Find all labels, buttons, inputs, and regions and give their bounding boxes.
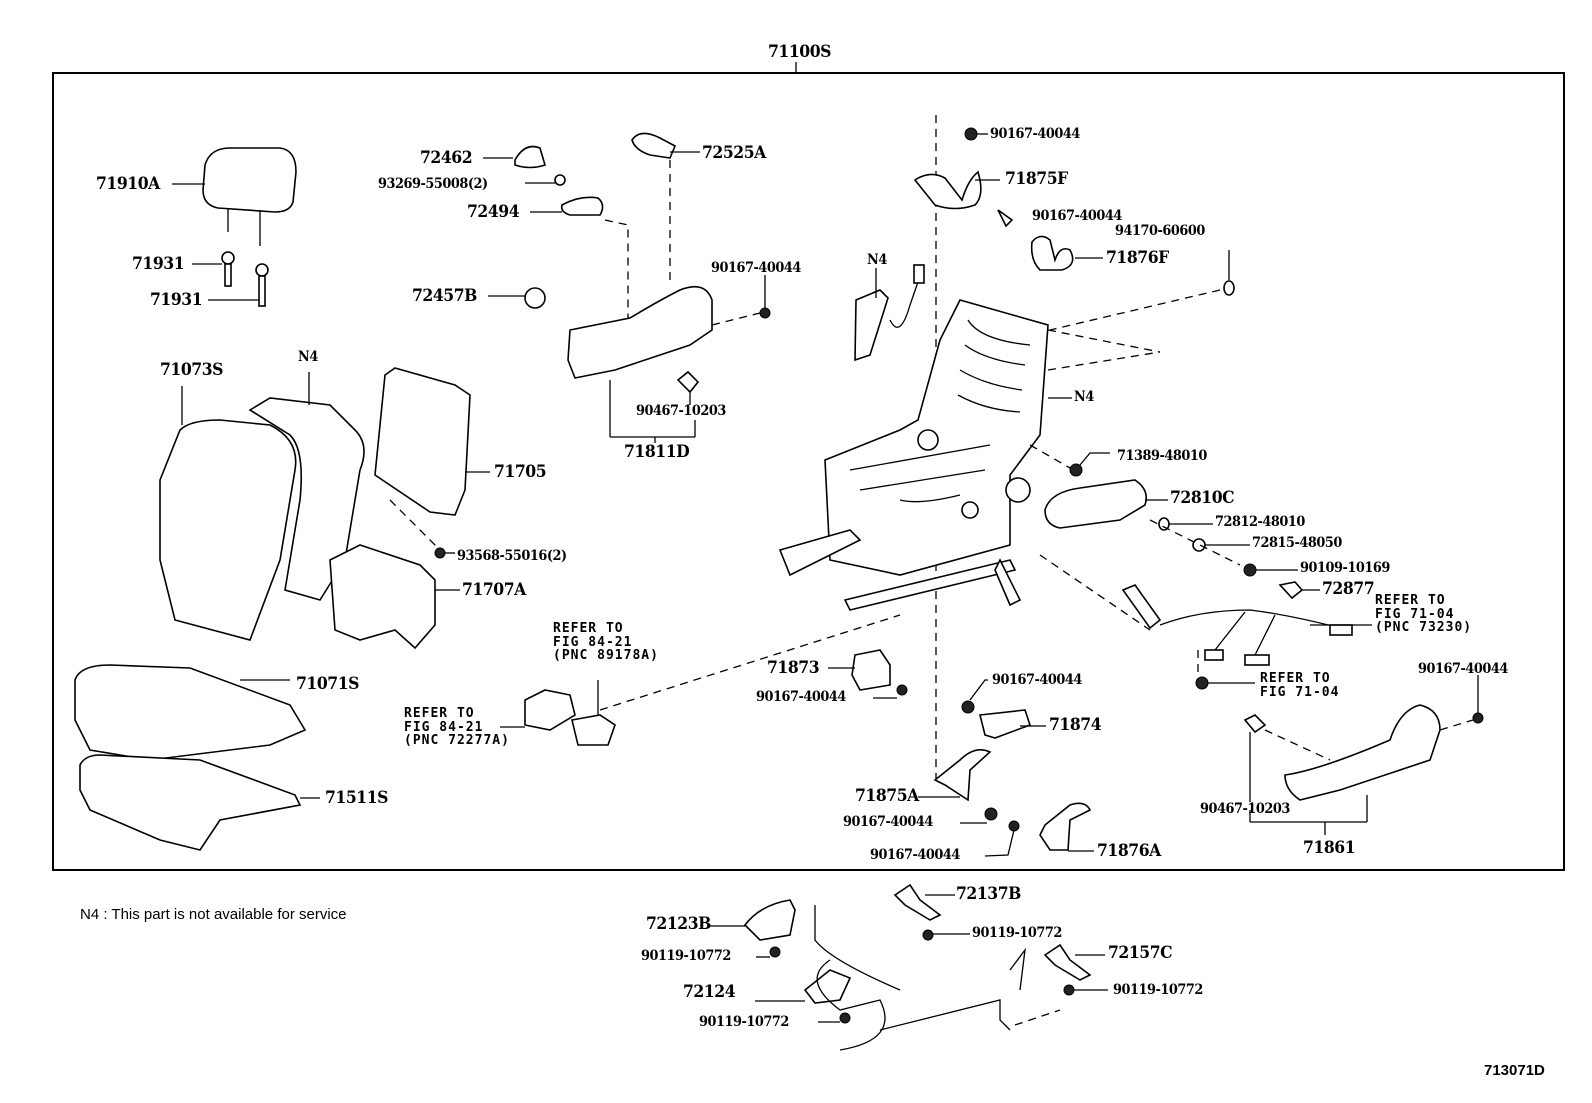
part-label-93269[interactable]: 93269-55008(2) bbox=[378, 176, 488, 192]
reference-71-04[interactable]: REFER TO FIG 71-04 bbox=[1260, 671, 1340, 700]
part-label-71705[interactable]: 71705 bbox=[494, 462, 547, 482]
seat-frame-drawing bbox=[778, 299, 1161, 611]
part-label-90167-71873[interactable]: 90167-40044 bbox=[756, 689, 846, 705]
part-label-71874[interactable]: 71874 bbox=[1049, 715, 1102, 735]
part-label-90167-right[interactable]: 90167-40044 bbox=[1418, 661, 1508, 677]
part-label-90167-71874[interactable]: 90167-40044 bbox=[992, 672, 1082, 688]
seat-switch-drawing bbox=[500, 614, 901, 746]
knob-parts-drawing bbox=[483, 132, 700, 320]
part-label-90119-72124[interactable]: 90119-10772 bbox=[699, 1014, 789, 1030]
part-label-72157c[interactable]: 72157C bbox=[1108, 943, 1173, 963]
part-label-72812[interactable]: 72812-48010 bbox=[1215, 514, 1305, 530]
n4-marker-frame: N4 bbox=[1074, 389, 1094, 405]
part-label-71861[interactable]: 71861 bbox=[1303, 838, 1356, 858]
seat-pad-drawing bbox=[79, 754, 320, 851]
part-label-71511s[interactable]: 71511S bbox=[325, 788, 388, 808]
lower-covers-drawing bbox=[828, 649, 1094, 857]
part-label-71811d[interactable]: 71811D bbox=[624, 442, 690, 462]
part-label-90109[interactable]: 90109-10169 bbox=[1300, 560, 1390, 576]
part-label-90119-72123b[interactable]: 90119-10772 bbox=[641, 948, 731, 964]
part-label-71875a[interactable]: 71875A bbox=[855, 786, 919, 806]
part-label-71876f[interactable]: 71876F bbox=[1106, 248, 1169, 268]
reference-72277a[interactable]: REFER TO FIG 84-21 (PNC 72277A) bbox=[404, 706, 510, 749]
figure-id: 713071D bbox=[1484, 1062, 1545, 1079]
part-label-72810c[interactable]: 72810C bbox=[1170, 488, 1235, 508]
part-label-71707a[interactable]: 71707A bbox=[462, 580, 526, 600]
part-label-71071s[interactable]: 71071S bbox=[296, 674, 359, 694]
assembly-label: 71100S bbox=[768, 42, 831, 62]
part-label-72124[interactable]: 72124 bbox=[683, 982, 736, 1002]
part-label-72123b[interactable]: 72123B bbox=[646, 914, 711, 934]
shield-71811d-drawing bbox=[567, 275, 771, 443]
part-label-72494[interactable]: 72494 bbox=[467, 202, 520, 222]
part-label-90167-71876a[interactable]: 90167-40044 bbox=[870, 847, 960, 863]
part-label-71873[interactable]: 71873 bbox=[767, 658, 820, 678]
armrest-drawing bbox=[1029, 444, 1320, 600]
back-board-lower-drawing bbox=[329, 544, 460, 650]
back-board-drawing bbox=[374, 367, 490, 559]
seat-back-cover-drawing bbox=[159, 386, 297, 641]
part-label-90167-71876f[interactable]: 90167-40044 bbox=[1032, 208, 1122, 224]
part-label-90167-71875a[interactable]: 90167-40044 bbox=[843, 814, 933, 830]
part-label-71875f[interactable]: 71875F bbox=[1005, 169, 1068, 189]
shield-71861-drawing bbox=[1243, 675, 1484, 835]
reference-73230[interactable]: REFER TO FIG 71-04 (PNC 73230) bbox=[1375, 593, 1473, 636]
headrest-supports-drawing bbox=[192, 251, 269, 307]
upper-covers-drawing bbox=[913, 115, 1235, 780]
part-label-71389[interactable]: 71389-48010 bbox=[1117, 448, 1207, 464]
part-label-72525a[interactable]: 72525A bbox=[702, 143, 766, 163]
part-label-90167-shield[interactable]: 90167-40044 bbox=[711, 260, 801, 276]
part-label-94170[interactable]: 94170-60600 bbox=[1115, 223, 1205, 239]
airbag-module-drawing bbox=[854, 264, 925, 362]
footnote-n4: N4 : This part is not available for serv… bbox=[80, 906, 347, 923]
n4-marker-airbag: N4 bbox=[867, 252, 887, 268]
part-label-72815[interactable]: 72815-48050 bbox=[1252, 535, 1342, 551]
assembly-frame bbox=[52, 72, 1565, 871]
headrest-drawing bbox=[172, 147, 297, 246]
part-label-72457b[interactable]: 72457B bbox=[412, 286, 477, 306]
buckle-harness-drawing bbox=[1039, 554, 1372, 690]
part-label-90119-72137b[interactable]: 90119-10772 bbox=[972, 925, 1062, 941]
part-label-71931[interactable]: 71931 bbox=[132, 254, 185, 274]
part-label-72137b[interactable]: 72137B bbox=[956, 884, 1021, 904]
part-label-71931-b[interactable]: 71931 bbox=[150, 290, 203, 310]
part-label-90467-right[interactable]: 90467-10203 bbox=[1200, 801, 1290, 817]
seat-cushion-cover-drawing bbox=[74, 664, 307, 761]
part-label-71073s[interactable]: 71073S bbox=[160, 360, 223, 380]
part-label-90119-72157c[interactable]: 90119-10772 bbox=[1113, 982, 1203, 998]
part-label-93568[interactable]: 93568-55016(2) bbox=[457, 548, 567, 564]
part-label-90167-top[interactable]: 90167-40044 bbox=[990, 126, 1080, 142]
part-label-71910a[interactable]: 71910A bbox=[96, 174, 160, 194]
part-label-72877[interactable]: 72877 bbox=[1322, 579, 1375, 599]
floor-brackets-drawing bbox=[707, 883, 1108, 1051]
part-label-90467-shield[interactable]: 90467-10203 bbox=[636, 403, 726, 419]
reference-89178a[interactable]: REFER TO FIG 84-21 (PNC 89178A) bbox=[553, 621, 659, 664]
part-label-71876a[interactable]: 71876A bbox=[1097, 841, 1161, 861]
part-label-72462[interactable]: 72462 bbox=[420, 148, 473, 168]
n4-marker-pad: N4 bbox=[298, 349, 318, 365]
